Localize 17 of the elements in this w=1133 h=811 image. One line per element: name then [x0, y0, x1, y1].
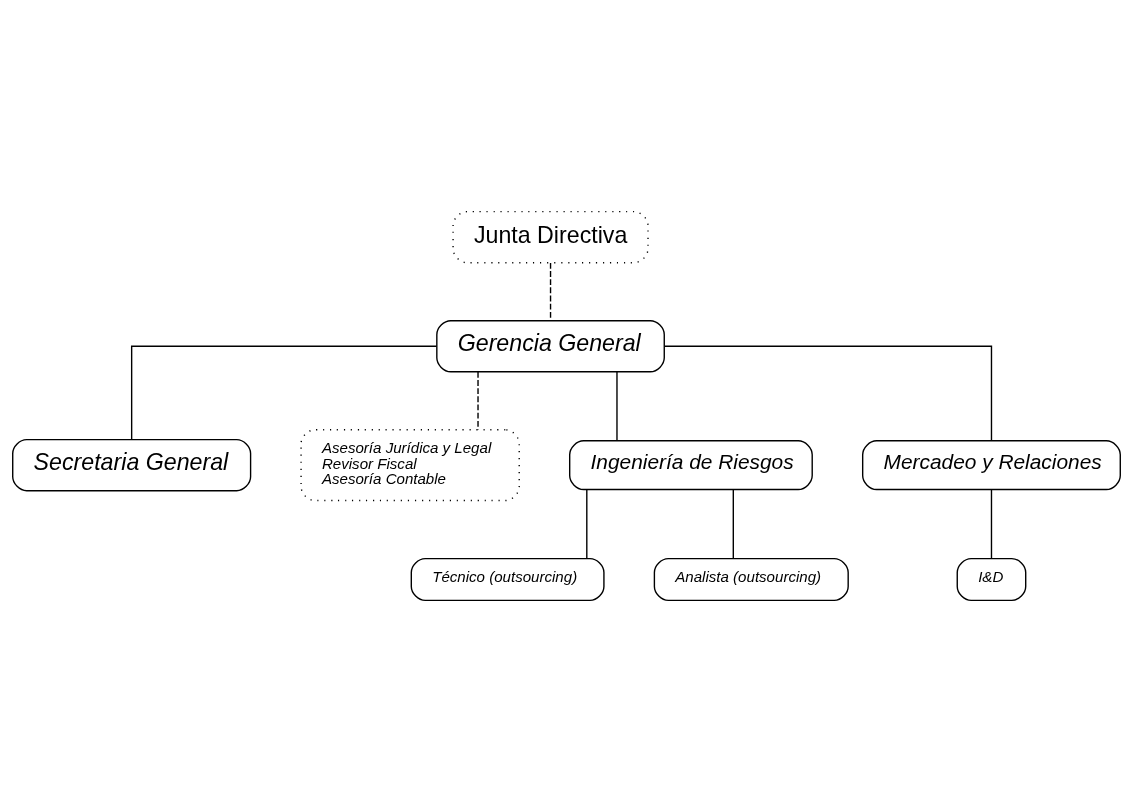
node-box: Mercadeo y Relaciones [862, 439, 1121, 490]
connector [732, 488, 734, 559]
node-box: Analista (outsourcing) [653, 557, 849, 601]
node-box: I&D [956, 557, 1027, 601]
connector [130, 345, 438, 440]
connector [477, 370, 479, 430]
connector [616, 370, 618, 441]
node-box: Secretaria General [12, 438, 252, 491]
node-box: Técnico (outsourcing) [410, 557, 605, 601]
node-box: Gerencia General [436, 319, 665, 372]
node-box: Asesoría Jurídica y Legal Revisor Fiscal Asesoría Contable [300, 428, 520, 501]
connector [990, 488, 993, 559]
node-box: Junta Directiva [452, 210, 649, 263]
connector [586, 488, 588, 559]
node-box: Ingeniería de Riesgos [569, 439, 813, 490]
connector [549, 261, 552, 321]
connector [663, 345, 993, 441]
